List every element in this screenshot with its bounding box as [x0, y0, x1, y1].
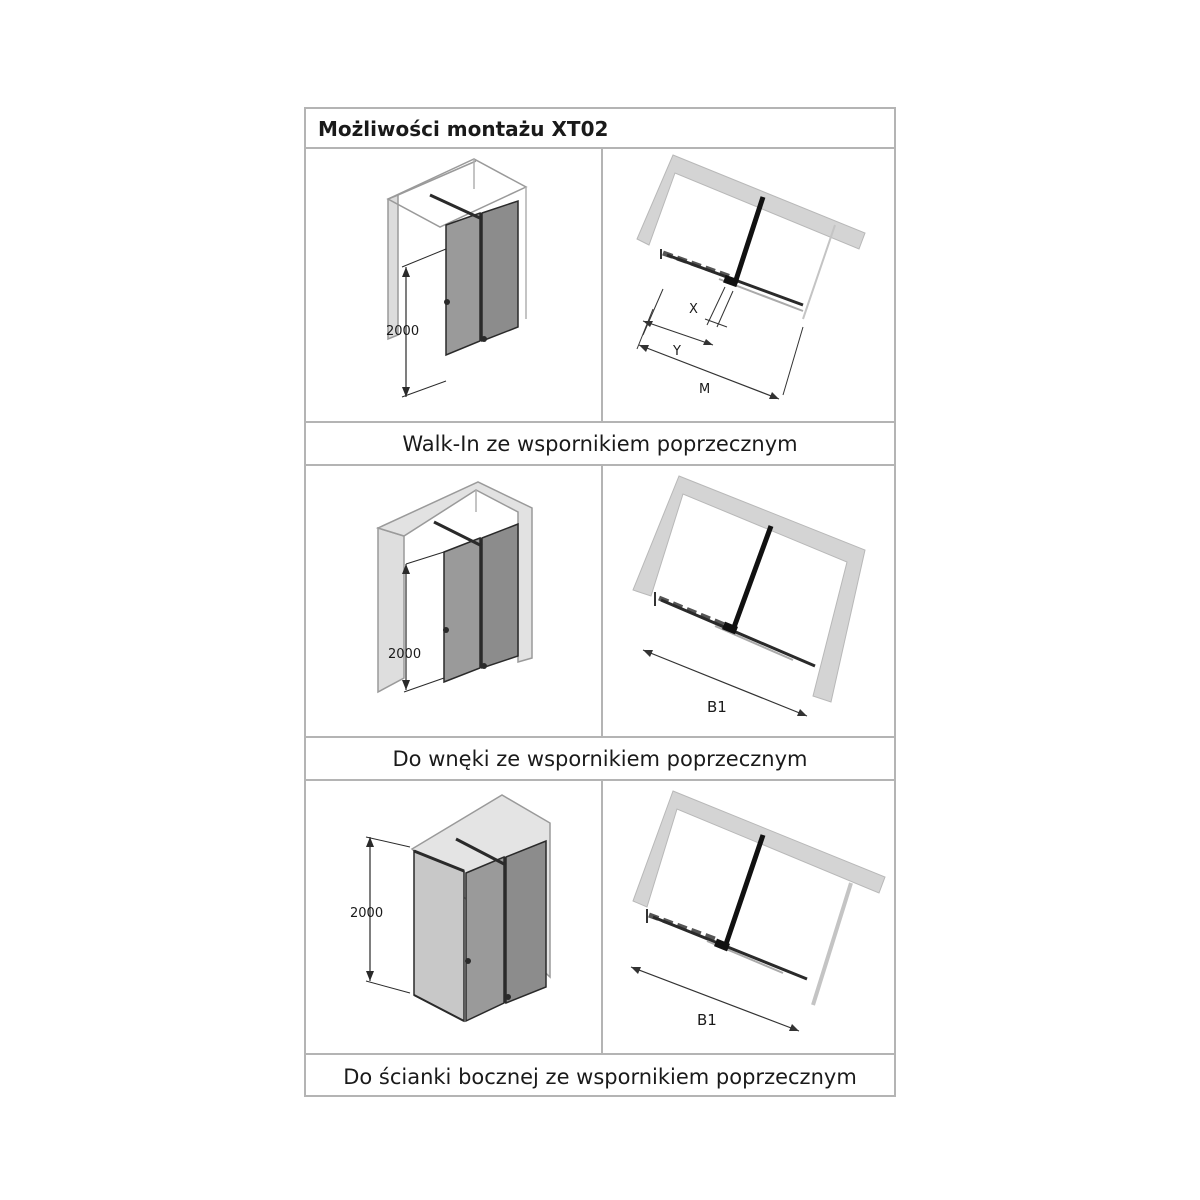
recess-plan-drawing: B1 [632, 475, 866, 717]
row-1-caption: Walk-In ze wspornikiem poprzecznym [306, 423, 894, 466]
side-panel-plan-drawing: B1 [630, 790, 886, 1032]
plan-dimension-b1: B1 [697, 1011, 717, 1029]
plan-dimension-y: Y [672, 344, 681, 359]
row-1-plan-view: X Y M [603, 149, 894, 421]
table-header: Możliwości montażu XT02 [306, 109, 894, 149]
side-panel-3d-drawing: 2000 [350, 794, 551, 1023]
mounting-options-table: Możliwości montażu XT02 Walk-In ze wspor… [304, 107, 896, 1097]
row-divider [306, 421, 894, 423]
row-divider [306, 1053, 894, 1055]
height-dimension-label: 2000 [386, 324, 419, 339]
plan-dimension-x: X [689, 302, 698, 317]
plan-dimension-m: M [699, 382, 710, 397]
walk-in-plan-drawing: X Y M [636, 154, 866, 400]
row-divider [306, 736, 894, 738]
recess-3d-drawing: 2000 [375, 481, 533, 694]
plan-dimension-b1: B1 [707, 698, 727, 716]
column-divider [601, 466, 603, 736]
row-2-caption: Do wnęki ze wspornikiem poprzecznym [306, 738, 894, 781]
row-3-3d-view: 2000 [306, 781, 601, 1053]
height-dimension-label: 2000 [350, 906, 383, 921]
row-1-3d-view: 2000 [306, 149, 601, 421]
height-dimension-label: 2000 [388, 647, 421, 662]
column-divider [601, 149, 603, 421]
row-2-plan-view: B1 [603, 466, 894, 736]
row-2-3d-view: 2000 [306, 466, 601, 736]
row-3-caption: Do ścianki bocznej ze wspornikiem poprze… [343, 1064, 857, 1089]
walk-in-3d-drawing: 2000 [386, 158, 528, 398]
column-divider [601, 781, 603, 1053]
row-3-plan-view: B1 [603, 781, 894, 1053]
table-title: Możliwości montażu XT02 [318, 117, 609, 141]
